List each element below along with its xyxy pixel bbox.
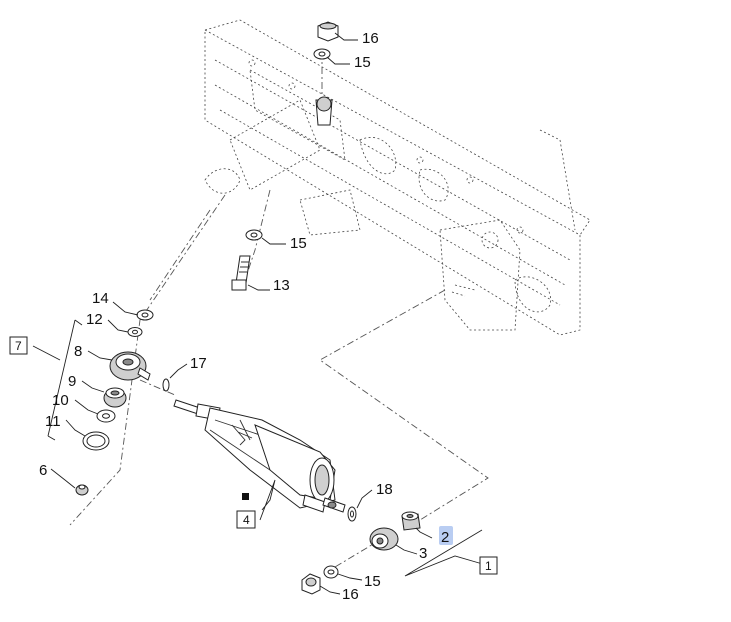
top-stud <box>315 96 333 126</box>
ball-joint-8 <box>109 351 151 381</box>
group-label-4-text: 4 <box>243 513 250 527</box>
grease-fitting-6 <box>75 484 89 496</box>
nut-16-bottom <box>301 573 321 595</box>
callout-3: 3 <box>419 545 427 562</box>
washer-12 <box>127 327 143 337</box>
callout-2-highlight <box>439 526 453 545</box>
small-filled-marker <box>242 493 249 500</box>
callout-15-top: 15 <box>354 54 371 71</box>
washer-10 <box>96 409 116 423</box>
callout-15-mid: 15 <box>290 235 307 252</box>
callout-6: 6 <box>39 462 47 479</box>
clip-18 <box>347 506 357 522</box>
group-label-1-text: 1 <box>485 559 492 573</box>
actuator-4 <box>173 399 346 513</box>
callout-13: 13 <box>273 277 290 294</box>
assembly-centerlines <box>69 52 489 571</box>
callout-11: 11 <box>45 413 61 430</box>
callout-17: 17 <box>190 355 207 372</box>
nut-16-top <box>317 21 339 42</box>
bushing-2 <box>401 511 421 531</box>
bushing-9 <box>103 387 127 408</box>
group-label-1: 1 <box>479 556 498 575</box>
washer-15-bottom <box>323 565 339 579</box>
group-label-4: 4 <box>236 510 256 529</box>
callout-15-bottom: 15 <box>364 573 381 590</box>
callout-2: 2 <box>441 529 449 546</box>
washer-15-mid <box>245 229 263 241</box>
leader-lines <box>32 32 487 595</box>
ball-sleeve-3 <box>369 527 399 551</box>
callout-18: 18 <box>376 481 393 498</box>
callout-12: 12 <box>86 311 103 328</box>
callout-9: 9 <box>68 373 76 390</box>
group-label-7-text: 7 <box>15 339 22 353</box>
washer-14 <box>136 309 154 321</box>
callout-16-top: 16 <box>362 30 379 47</box>
chassis-frame <box>204 19 591 336</box>
group-label-7: 7 <box>9 336 28 355</box>
clip-17 <box>162 378 170 392</box>
bolt-13 <box>231 255 251 291</box>
washer-15-top <box>313 48 331 60</box>
callout-labels: 16 15 15 13 14 12 8 9 10 11 6 17 18 2 3 … <box>39 30 453 603</box>
callout-8: 8 <box>74 343 82 360</box>
circlip-11 <box>82 431 110 451</box>
callout-14: 14 <box>92 290 109 307</box>
callout-10: 10 <box>52 392 69 409</box>
callout-16-bottom: 16 <box>342 586 359 603</box>
